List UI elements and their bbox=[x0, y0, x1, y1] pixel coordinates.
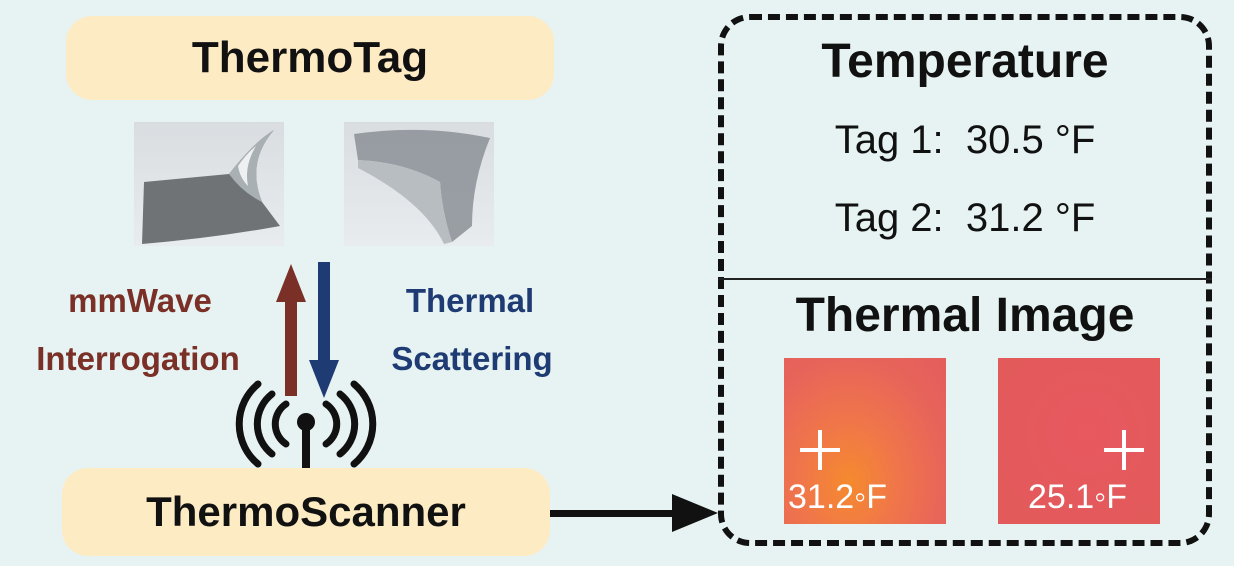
tag-2-reading: Tag 2: 31.2 °F bbox=[834, 196, 1096, 240]
up-arrow-icon bbox=[276, 264, 306, 396]
thermal-image-1-value: 31.2◦F bbox=[788, 478, 887, 516]
results-panel bbox=[718, 14, 1212, 546]
thermal-image-1: 31.2◦F bbox=[784, 358, 946, 524]
scattering-label: Scattering bbox=[391, 340, 553, 377]
mmwave-label: mmWave bbox=[68, 282, 212, 319]
right-arrow-icon bbox=[548, 494, 718, 532]
temperature-title: Temperature bbox=[821, 35, 1109, 88]
antenna-dot-icon bbox=[297, 413, 315, 431]
flexible-tag-image-2 bbox=[344, 122, 494, 246]
down-arrow-icon bbox=[309, 262, 339, 398]
panel-divider bbox=[718, 278, 1212, 280]
crosshair-icon bbox=[800, 430, 840, 470]
thermal-image-2-value: 25.1◦F bbox=[1028, 478, 1127, 516]
thermoscanner-label: ThermoScanner bbox=[62, 468, 550, 556]
antenna-icon bbox=[235, 380, 377, 472]
thermal-label: Thermal bbox=[405, 282, 535, 319]
thermal-image-title: Thermal Image bbox=[795, 289, 1135, 342]
thermotag-label: ThermoTag bbox=[66, 16, 554, 100]
flexible-tag-image-1 bbox=[134, 122, 284, 246]
tag-1-reading: Tag 1: 30.5 °F bbox=[834, 118, 1096, 162]
interrogation-label: Interrogation bbox=[36, 340, 240, 377]
crosshair-icon bbox=[1104, 430, 1144, 470]
thermal-image-2: 25.1◦F bbox=[998, 358, 1160, 524]
